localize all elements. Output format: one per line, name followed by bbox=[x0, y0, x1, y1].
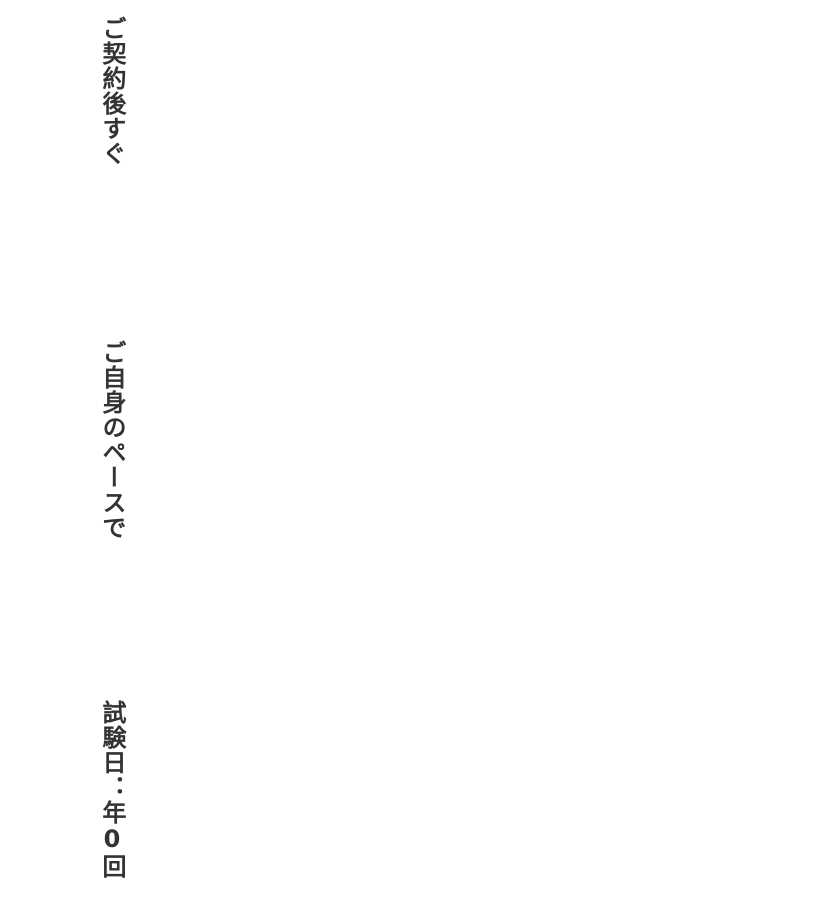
vertical-label-exam-date: 試験日：年0回 bbox=[98, 700, 126, 879]
vertical-label-own-pace: ご自身のペースで bbox=[98, 340, 126, 540]
vertical-label-after-contract: ご契約後すぐ bbox=[98, 16, 126, 166]
